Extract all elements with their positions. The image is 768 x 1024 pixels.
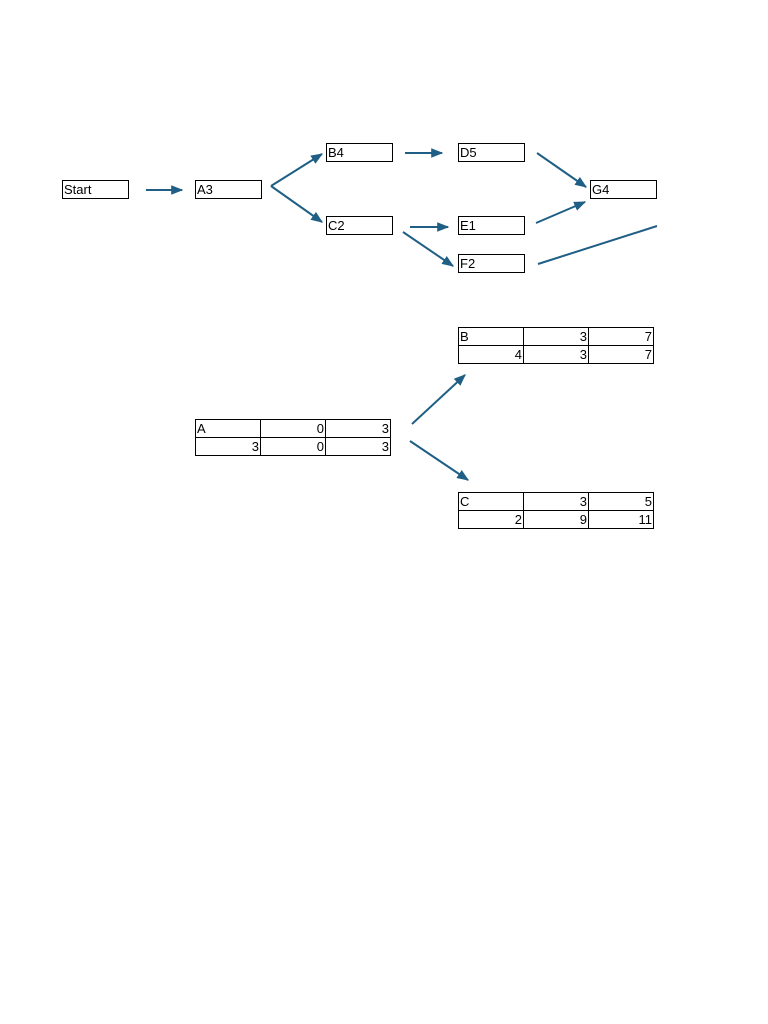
node-a: A3 bbox=[195, 180, 262, 199]
table-row: A 0 3 bbox=[195, 419, 391, 438]
table-cell: 7 bbox=[588, 345, 654, 364]
arrow-e-to-g bbox=[535, 201, 587, 224]
table-cell: 3 bbox=[325, 437, 391, 456]
arrow-d-to-g bbox=[536, 152, 587, 188]
table-cell: B bbox=[458, 327, 524, 346]
node-g: G4 bbox=[590, 180, 657, 199]
table-cell: C bbox=[458, 492, 524, 511]
node-e: E1 bbox=[458, 216, 525, 235]
table-row: 4 3 7 bbox=[458, 345, 654, 364]
line-f-to-g bbox=[537, 225, 658, 265]
activity-table-c: C 3 5 2 9 11 bbox=[458, 492, 654, 529]
activity-table-a: A 0 3 3 0 3 bbox=[195, 419, 391, 456]
table-cell: 0 bbox=[260, 419, 326, 438]
arrow-a-to-b bbox=[270, 153, 324, 187]
table-cell: 11 bbox=[588, 510, 654, 529]
table-cell: 3 bbox=[325, 419, 391, 438]
table-cell: 9 bbox=[523, 510, 589, 529]
arrow-c-to-f bbox=[402, 231, 454, 267]
table-cell: 2 bbox=[458, 510, 524, 529]
table-cell: 7 bbox=[588, 327, 654, 346]
table-cell: 0 bbox=[260, 437, 326, 456]
table-row: B 3 7 bbox=[458, 327, 654, 346]
node-f: F2 bbox=[458, 254, 525, 273]
table-row: C 3 5 bbox=[458, 492, 654, 511]
table-cell: 5 bbox=[588, 492, 654, 511]
node-c: C2 bbox=[326, 216, 393, 235]
table-cell: A bbox=[195, 419, 261, 438]
node-start: Start bbox=[62, 180, 129, 199]
arrow-table-a-to-c bbox=[409, 440, 469, 481]
table-cell: 3 bbox=[523, 492, 589, 511]
table-cell: 3 bbox=[195, 437, 261, 456]
table-cell: 3 bbox=[523, 345, 589, 364]
table-cell: 3 bbox=[523, 327, 589, 346]
table-row: 2 9 11 bbox=[458, 510, 654, 529]
table-row: 3 0 3 bbox=[195, 437, 391, 456]
node-b: B4 bbox=[326, 143, 393, 162]
arrow-a-to-c bbox=[270, 185, 323, 223]
activity-table-b: B 3 7 4 3 7 bbox=[458, 327, 654, 364]
arrow-table-a-to-b bbox=[411, 374, 466, 425]
node-d: D5 bbox=[458, 143, 525, 162]
table-cell: 4 bbox=[458, 345, 524, 364]
